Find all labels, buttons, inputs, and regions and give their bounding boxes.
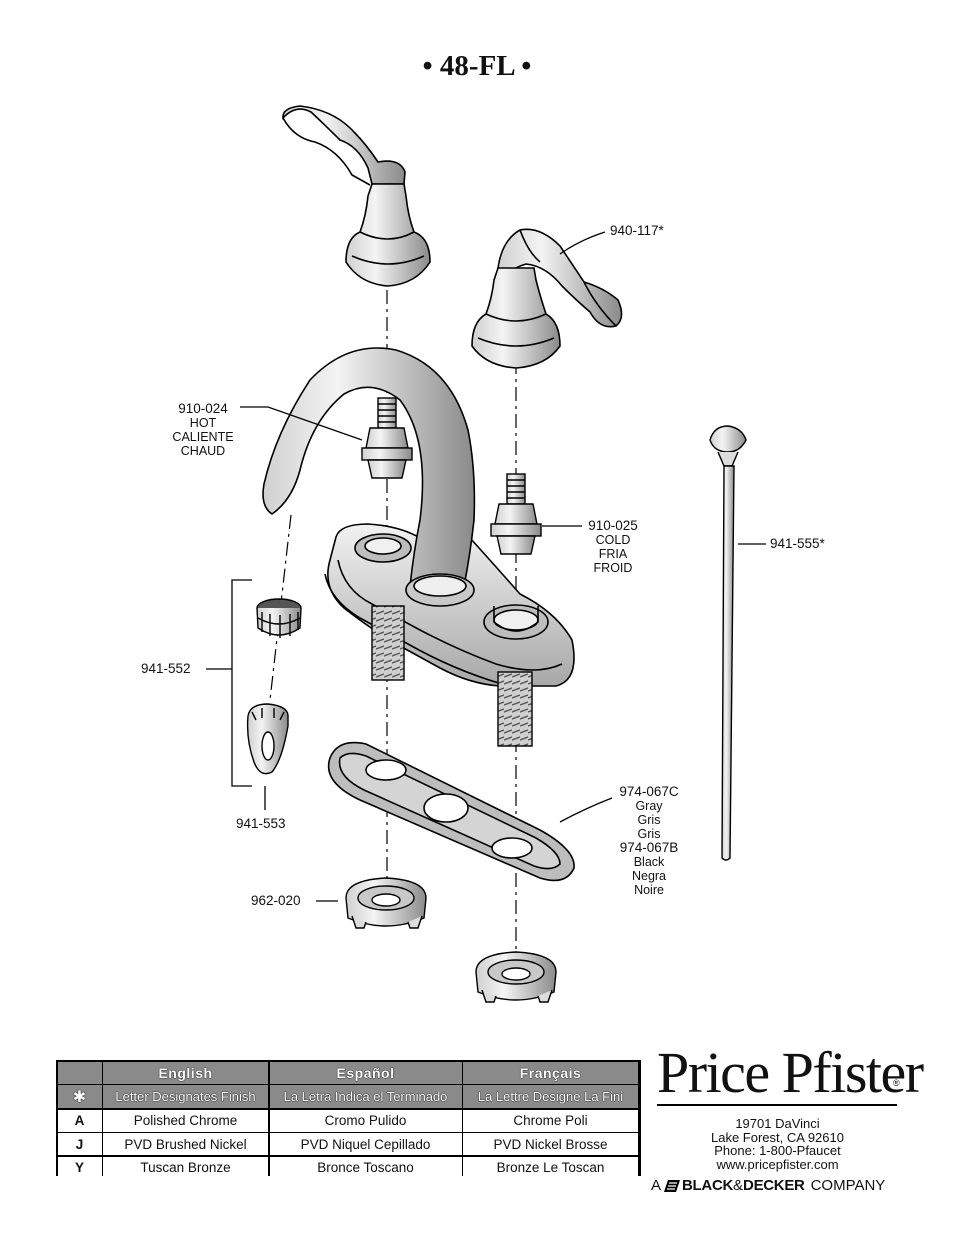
leader-974-067 [559, 797, 613, 823]
finish-code: Y [57, 1156, 102, 1179]
leader-910-024 [240, 406, 363, 441]
part-label-910-024: 910-024 HOT CALIENTE CHAUD [168, 401, 238, 459]
part-desc-es: CALIENTE [172, 430, 234, 444]
deck-gasket [327, 741, 575, 882]
part-number: 910-024 [178, 401, 228, 416]
part-label-941-553: 941-553 [236, 816, 286, 831]
finish-code: J [57, 1133, 102, 1155]
address-city: Lake Forest, CA 92610 [711, 1129, 844, 1145]
finish-francais: PVD Nickel Brosse [463, 1133, 638, 1155]
company-name-part1: BLACK [682, 1177, 734, 1194]
lift-rod [709, 425, 747, 861]
cold-handle [471, 228, 623, 369]
cold-cartridge [490, 473, 542, 555]
finish-english: Polished Chrome [103, 1109, 268, 1132]
hot-cartridge [361, 397, 413, 479]
part-label-940-117: 940-117* [610, 223, 664, 238]
part-desc-black-fr: Noire [634, 883, 664, 897]
subheader-english: Letter Designates Finish [103, 1085, 268, 1108]
part-label-910-025: 910-025 COLD FRIA FROID [581, 518, 645, 576]
finish-table: English Español Français ✱ Letter Design… [56, 1060, 641, 1179]
mounting-nut-left [345, 877, 427, 929]
header-francais: Français [463, 1061, 638, 1084]
part-label-974-067: 974-067C Gray Gris Gris 974-067B Black N… [612, 784, 686, 898]
part-desc-es: FRIA [598, 547, 628, 561]
address-street: 19701 DaVinci [735, 1116, 820, 1131]
asterisk-symbol: ✱ [57, 1085, 102, 1108]
part-label-941-552: 941-552 [141, 661, 191, 676]
company-name-part2: DECKER [743, 1177, 805, 1194]
finish-english: PVD Brushed Nickel [103, 1133, 268, 1155]
finish-english: Tuscan Bronze [103, 1156, 268, 1179]
finish-espanol: PVD Niquel Cepillado [269, 1133, 462, 1155]
shanks [371, 605, 533, 747]
spout [262, 347, 476, 607]
finish-francais: Chrome Poli [463, 1109, 638, 1132]
hot-handle [282, 105, 431, 287]
header-espanol: Español [269, 1061, 462, 1084]
aerator [256, 598, 302, 638]
black-decker-hexagon-icon [664, 1179, 681, 1192]
header-english: English [103, 1061, 268, 1084]
part-desc-gray-es: Gris [637, 813, 661, 827]
mounting-nut-right [475, 951, 557, 1003]
part-number-c: 974-067C [619, 784, 679, 799]
subheader-espanol: La Letra Indica el Terminado [269, 1085, 462, 1108]
address-website: www.pricepfister.com [716, 1156, 839, 1172]
part-desc-en: HOT [189, 416, 217, 430]
bracket-941-552 [206, 579, 252, 787]
part-desc-en: COLD [595, 533, 631, 547]
exploded-parts-diagram [206, 105, 766, 1003]
part-desc-gray-en: Gray [635, 799, 663, 813]
part-label-941-555: 941-555* [770, 536, 825, 551]
part-label-962-020: 962-020 [251, 893, 301, 908]
aerator-key [246, 703, 289, 775]
part-number: 910-025 [588, 518, 638, 533]
parent-company-line: A BLACK & DECKER COMPANY [651, 1177, 885, 1194]
address-phone: Phone: 1-800-Pfaucet [714, 1143, 841, 1158]
subheader-francais: La Lettre Designe La Fini [463, 1085, 638, 1108]
part-desc-gray-fr: Gris [637, 827, 661, 841]
company-address: 19701 DaVinci Lake Forest, CA 92610 Phon… [690, 1117, 865, 1171]
finish-francais: Bronze Le Toscan [463, 1156, 638, 1179]
table-corner [57, 1061, 102, 1084]
leader-940-117 [559, 231, 606, 255]
company-prefix: A [651, 1177, 662, 1194]
part-desc-black-es: Negra [631, 869, 667, 883]
finish-espanol: Bronce Toscano [269, 1156, 462, 1179]
part-number-b: 974-067B [619, 840, 679, 855]
part-desc-fr: FROID [593, 561, 633, 575]
part-desc-black-en: Black [633, 855, 665, 869]
finish-code: A [57, 1109, 102, 1132]
page-title: • 48-FL • [422, 50, 532, 82]
brand-underline [657, 1104, 897, 1106]
part-desc-fr: CHAUD [180, 444, 226, 458]
finish-espanol: Cromo Pulido [269, 1109, 462, 1132]
company-suffix: COMPANY [810, 1177, 886, 1194]
registered-mark: ® [893, 1078, 900, 1088]
brand-logo: Price Pfister [657, 1040, 924, 1105]
company-ampersand: & [733, 1177, 744, 1194]
